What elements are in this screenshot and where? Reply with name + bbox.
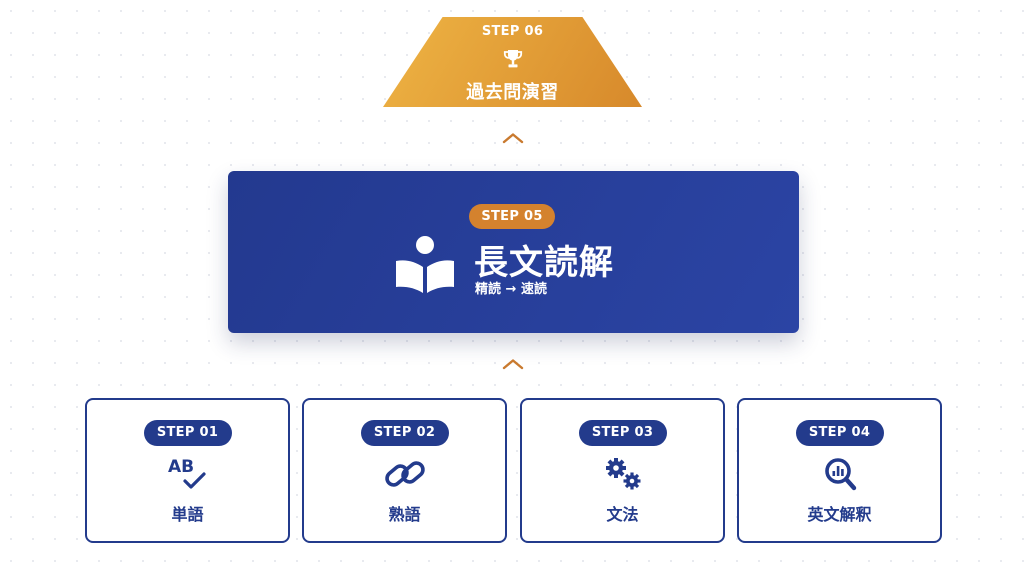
reader-book-icon	[396, 236, 454, 293]
step04-label: 英文解釈	[807, 505, 872, 524]
step03-label: 文法	[606, 505, 639, 524]
step05-title: 長文読解	[474, 243, 614, 283]
step06-label: STEP 06	[481, 24, 544, 39]
step02-label: 熟語	[388, 505, 421, 524]
step05-subtitle: 精読 → 速読	[475, 282, 547, 297]
step05-badge: STEP 05	[469, 204, 555, 229]
step03-card: STEP 03 文法	[520, 398, 725, 543]
step04-card: STEP 04 英文解釈	[737, 398, 942, 543]
svg-text:AB: AB	[168, 457, 194, 477]
step03-badge: STEP 03	[578, 420, 667, 446]
step02-badge: STEP 02	[360, 420, 449, 446]
step06-title: 過去問演習	[466, 82, 559, 103]
step02-card: STEP 02 熟語	[302, 398, 507, 543]
trophy-icon	[503, 50, 522, 68]
gears-icon	[605, 458, 640, 490]
step01-card: STEP 01 AB 単語	[85, 398, 290, 543]
step01-label: 単語	[171, 505, 204, 524]
step01-badge: STEP 01	[143, 420, 232, 446]
chevron-up-icon	[502, 359, 524, 370]
link-icon	[384, 461, 425, 487]
chevron-up-icon	[502, 133, 524, 144]
ab-check-icon: AB	[168, 457, 206, 489]
magnifier-chart-icon	[824, 458, 856, 491]
step05-panel: STEP 05 長文読解 精読 → 速読	[228, 171, 799, 333]
step04-badge: STEP 04	[795, 420, 884, 446]
step06-block: STEP 06 過去問演習	[383, 17, 642, 107]
